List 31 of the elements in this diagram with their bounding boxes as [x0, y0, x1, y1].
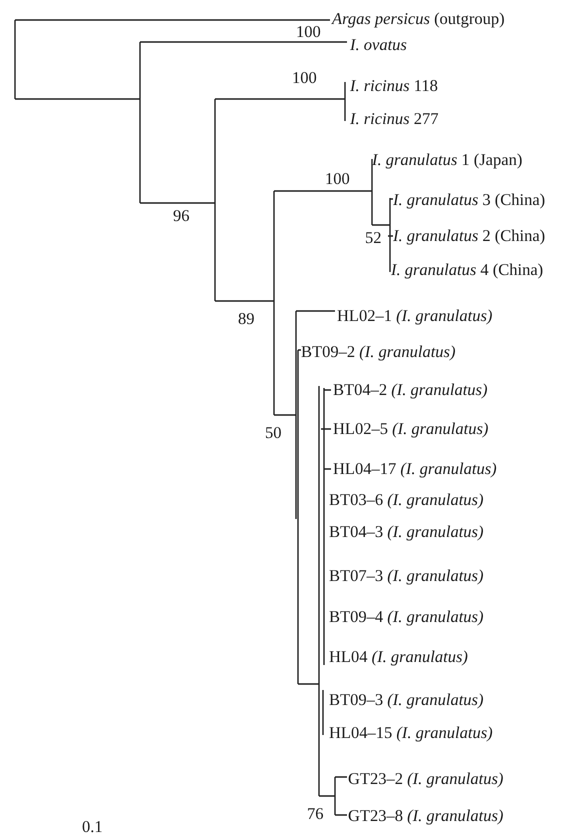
bootstrap-value: 89 [238, 310, 254, 328]
scale-value: 0.1 [82, 818, 103, 836]
taxon-label: GT23–2 (I. granulatus) [348, 770, 504, 788]
taxon-label: BT09–4 (I. granulatus) [329, 608, 484, 626]
taxon-label: BT04–3 (I. granulatus) [329, 524, 484, 540]
bootstrap-value: 76 [307, 806, 324, 822]
bootstrap-value: 100 [296, 24, 321, 40]
taxon-label: BT07–3 (I. granulatus) [329, 568, 484, 584]
bootstrap-value: 50 [265, 424, 282, 442]
taxon-label: BT03–6 (I. granulatus) [329, 492, 484, 508]
taxon-label: BT09–2 (I. granulatus) [301, 344, 456, 360]
taxon-label: GT23–8 (I. granulatus) [348, 808, 504, 824]
taxon-label: I. ricinus 118 [350, 78, 438, 94]
bootstrap-value: 96 [173, 208, 190, 224]
taxon-label: HL04–17 (I. granulatus) [333, 460, 497, 478]
taxon-label: HL02–5 (I. granulatus) [333, 420, 488, 438]
taxon-label: HL04–15 (I. granulatus) [329, 724, 493, 742]
taxon-label: BT04–2 (I. granulatus) [333, 382, 488, 398]
taxon-label: I. granulatus 2 (China) [393, 228, 546, 244]
taxon-label: I. granulatus 1 (Japan) [372, 152, 522, 168]
taxon-label: Argas persicus (outgroup) [332, 10, 505, 28]
taxon-label: HL04 (I. granulatus) [329, 648, 468, 666]
bootstrap-value: 52 [365, 230, 382, 246]
taxon-label: I. ovatus [350, 36, 407, 54]
bootstrap-value: 100 [292, 70, 317, 86]
taxon-label: I. ricinus 277 [350, 110, 438, 128]
taxon-label: BT09–3 (I. granulatus) [329, 692, 484, 708]
taxon-label: I. granulatus 3 (China) [393, 192, 546, 208]
taxon-label: I. granulatus 4 (China) [391, 262, 544, 278]
taxon-label: HL02–1 (I. granulatus) [337, 308, 492, 324]
bootstrap-value: 100 [325, 170, 350, 188]
